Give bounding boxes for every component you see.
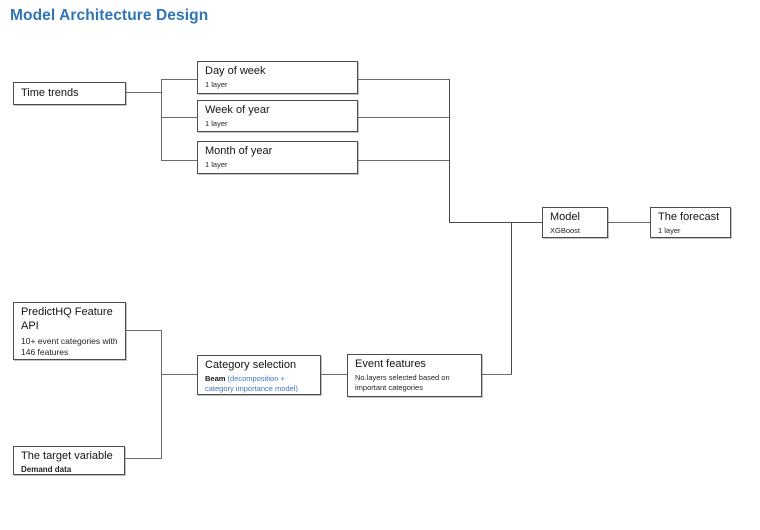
node-category-selection-label: Category selection xyxy=(205,359,297,371)
category-method-detail: (decomposition + category importance mod… xyxy=(205,373,298,393)
node-month-of-year-label: Month of year xyxy=(205,145,273,157)
node-event-features: Event features No.layers selected based … xyxy=(347,354,482,397)
connector-month-stub-right xyxy=(358,160,449,161)
connector-mid-vertical xyxy=(511,222,512,375)
connector-category-event xyxy=(321,374,347,375)
node-predicthq-sublabel: 10+ event categories with 146 features xyxy=(21,335,118,357)
category-method-name: Beam xyxy=(205,373,226,383)
node-event-features-label: Event features xyxy=(355,358,426,370)
node-forecast: The forecast 1 layer xyxy=(650,207,731,238)
connector-into-category-h xyxy=(161,374,197,375)
node-time-trends-label: Time trends xyxy=(21,86,79,99)
node-week-of-year: Week of year 1 layer xyxy=(197,100,358,132)
connector-week-stub-left xyxy=(161,117,197,118)
node-model-sublabel: XGBoost xyxy=(550,225,581,235)
node-category-selection: Category selection Beam (decomposition +… xyxy=(197,355,321,395)
node-week-of-year-label: Week of year xyxy=(205,104,270,116)
connector-target-h xyxy=(125,458,162,459)
node-day-of-week-label: Day of week xyxy=(205,65,266,77)
node-forecast-label: The forecast xyxy=(658,211,720,223)
connector-predicthq-h xyxy=(126,330,162,331)
node-day-of-week-sublabel: 1 layer xyxy=(205,79,228,89)
connector-day-stub-left xyxy=(161,79,197,80)
node-week-of-year-sublabel: 1 layer xyxy=(205,118,228,128)
connector-into-model-h xyxy=(449,222,542,223)
connector-month-stub-left xyxy=(161,160,197,161)
node-month-of-year-sublabel: 1 layer xyxy=(205,159,228,169)
node-predicthq-feature-api: PredictHQ Feature API 10+ event categori… xyxy=(13,302,126,360)
connector-bottom-vertical xyxy=(161,330,162,459)
node-day-of-week: Day of week 1 layer xyxy=(197,61,358,94)
node-model-label: Model xyxy=(550,211,580,223)
connector-week-stub-right xyxy=(358,117,449,118)
node-time-trends: Time trends xyxy=(13,82,126,105)
node-forecast-sublabel: 1 layer xyxy=(658,225,681,235)
connector-day-stub-right xyxy=(358,79,449,80)
connector-model-forecast xyxy=(608,222,650,223)
node-event-features-sublabel: No.layers selected based on important ca… xyxy=(355,372,450,392)
node-target-variable-sublabel: Demand data xyxy=(21,464,72,474)
connector-eventfeatures-stub xyxy=(482,374,512,375)
node-predicthq-label: PredictHQ Feature API xyxy=(21,306,113,332)
node-target-variable-label: The target variable xyxy=(21,450,113,462)
connector-left-vertical xyxy=(161,79,162,161)
node-month-of-year: Month of year 1 layer xyxy=(197,141,358,174)
connector-right-vertical xyxy=(449,79,450,223)
node-category-selection-sublabel: Beam (decomposition + category importanc… xyxy=(205,374,314,394)
node-target-variable: The target variable Demand data xyxy=(13,446,125,475)
page-title: Model Architecture Design xyxy=(10,7,209,24)
node-model: Model XGBoost xyxy=(542,207,608,238)
connector-timetrends-h xyxy=(126,92,162,93)
